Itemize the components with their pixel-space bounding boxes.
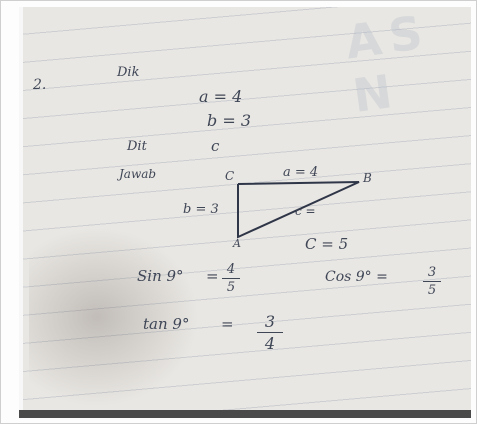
sin-fraction-bar bbox=[222, 278, 240, 279]
bottom-edge bbox=[19, 410, 471, 418]
right-triangle bbox=[237, 181, 360, 239]
side-a-label: a = 4 bbox=[283, 165, 319, 180]
given-label: Dik bbox=[117, 65, 140, 80]
vertex-c: C bbox=[225, 169, 235, 183]
given-b: b = 3 bbox=[207, 111, 251, 130]
tan-fraction: 3 4 bbox=[257, 312, 283, 353]
tan-label: tan 9° bbox=[143, 315, 190, 333]
vertex-a: A bbox=[233, 237, 241, 250]
side-c-label: c = bbox=[295, 204, 316, 218]
asked-value: c bbox=[211, 137, 220, 155]
cos-numerator: 3 bbox=[427, 265, 437, 280]
cos-label: Cos 9° = bbox=[325, 269, 388, 285]
cos-fraction: 3 5 bbox=[423, 265, 441, 298]
tan-fraction-bar bbox=[257, 332, 283, 333]
given-a: a = 4 bbox=[199, 87, 243, 106]
cos-denominator: 5 bbox=[427, 283, 437, 298]
cos-fraction-bar bbox=[423, 281, 441, 282]
sin-fraction: 4 5 bbox=[222, 262, 240, 295]
sin-denominator: 5 bbox=[226, 280, 236, 295]
hand-shadow bbox=[29, 227, 199, 407]
sin-numerator: 4 bbox=[226, 262, 236, 277]
problem-number: 2. bbox=[33, 77, 47, 93]
paper-margin bbox=[19, 7, 23, 417]
asked-label: Dit bbox=[127, 139, 147, 154]
tan-denominator: 4 bbox=[264, 334, 276, 353]
side-b-label: b = 3 bbox=[183, 202, 219, 217]
c-result: C = 5 bbox=[305, 235, 349, 253]
sin-equals: = bbox=[206, 267, 219, 285]
answer-label: Jawab bbox=[119, 167, 157, 181]
triangle-sides bbox=[237, 181, 360, 239]
tan-equals: = bbox=[221, 315, 234, 333]
sin-label: Sin 9° bbox=[137, 267, 184, 285]
notebook-paper: AS N 2. Dik a = 4 b = 3 Dit c Jawab C B … bbox=[19, 7, 471, 417]
tan-numerator: 3 bbox=[264, 312, 276, 331]
vertex-b: B bbox=[363, 171, 372, 185]
